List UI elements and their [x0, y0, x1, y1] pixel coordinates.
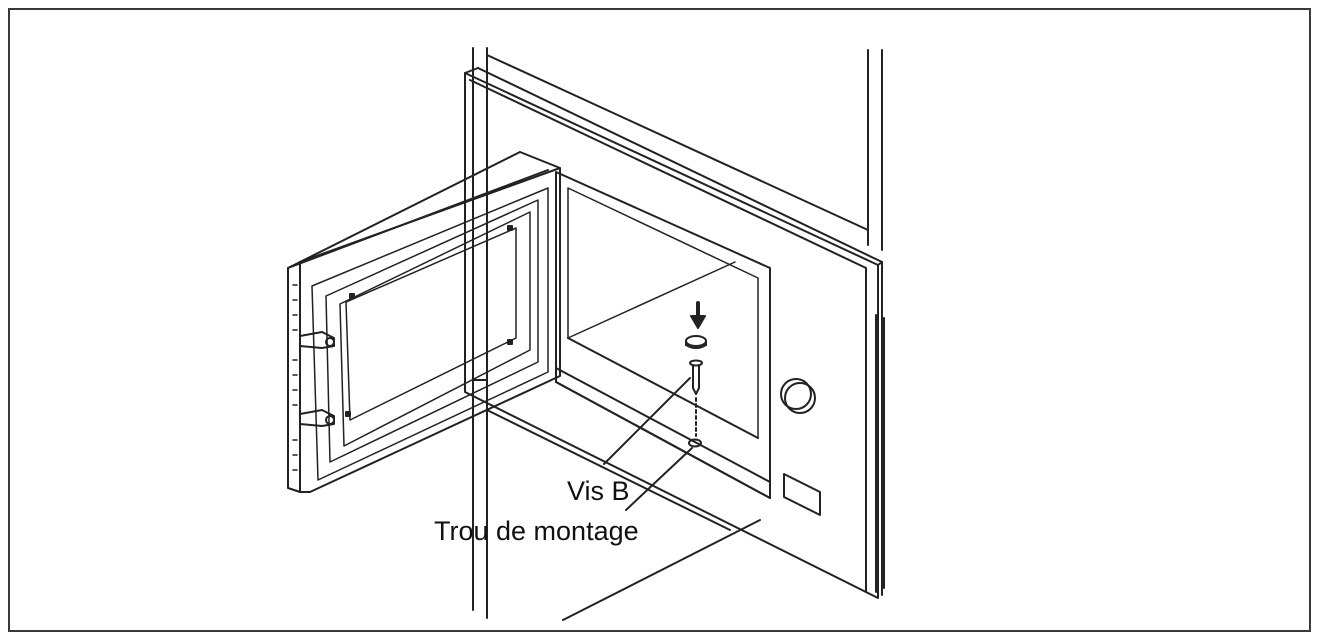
screw-label: Vis B	[567, 476, 630, 506]
door-latch-top	[299, 331, 335, 349]
screw-b	[689, 359, 703, 395]
cabinet-outline	[472, 47, 885, 621]
trim-frame	[464, 67, 883, 599]
screw-leader-line	[603, 377, 691, 465]
door-vent-slots	[292, 284, 298, 471]
figure-frame	[8, 8, 1311, 632]
door-latch-bottom	[299, 409, 335, 427]
door-release-button	[783, 473, 821, 516]
open-door	[287, 151, 561, 493]
control-knob	[780, 378, 816, 414]
oven-cavity	[555, 171, 771, 499]
screw-cap	[685, 335, 707, 349]
mounting-hole	[688, 438, 702, 448]
down-arrow-icon	[690, 301, 706, 329]
hole-leader-line	[625, 447, 693, 511]
mounting-hole-label: Trou de montage	[434, 516, 639, 546]
